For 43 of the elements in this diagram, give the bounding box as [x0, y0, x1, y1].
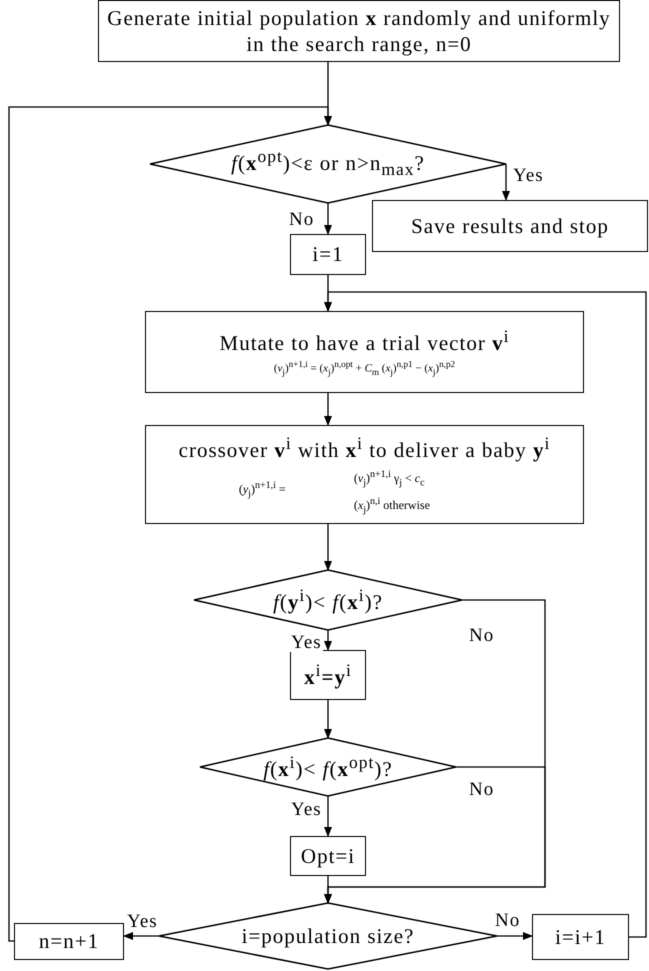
- node-text: Mutate to have a trial vector v$^{i}$: [220, 326, 510, 357]
- process-box: [290, 650, 366, 700]
- node-text: crossover v$^{i}$ with x$^{i}$ to deliver a baby y$^{i}$: [178, 432, 550, 464]
- arrow: [324, 630, 332, 651]
- arrow: [324, 291, 647, 938]
- formula-text: (v$_{j}$)$^{n+1,i}$ = (x$_{j}$)$^{n,opt}$ + C$_{m}$ (x$_{j}$)$^{n,p1}$ − (x$_{j}$)$^{n,p2}$: [274, 358, 456, 378]
- formula-text: (y$_{j}$)$^{n+1,i}$ =: [238, 480, 287, 501]
- node-text: f(x$^{opt}$)<ε or n>n$_{max}$?: [231, 146, 425, 182]
- process-box: [145, 425, 584, 524]
- decision-diamond: [150, 125, 506, 203]
- process-box: [372, 200, 648, 252]
- decision-diamond: [194, 570, 462, 630]
- arrow: [324, 203, 332, 235]
- node-text: f(x$^{i}$)< f(x$^{opt}$)?: [263, 752, 393, 782]
- node-text: i=i+1: [555, 924, 606, 950]
- node-text: i=1: [312, 241, 344, 268]
- arrow: [123, 932, 159, 940]
- process-box: [98, 0, 620, 62]
- node-text: n=n+1: [38, 928, 100, 955]
- arrow: [324, 796, 332, 837]
- decision-diamond: [159, 903, 497, 969]
- node-text: x$^{i}$=y$^{i}$: [304, 660, 352, 690]
- node-text: Generate initial population x randomly and uniformly in the search range, n=0: [106, 4, 612, 58]
- process-box: [290, 836, 366, 876]
- formula-text: (x$_{j}$)$^{n,i}$ otherwise: [354, 496, 431, 516]
- process-box: [145, 311, 584, 393]
- arrow: [324, 700, 332, 739]
- node-text: Opt=i: [300, 842, 356, 870]
- node-text: i=population size?: [242, 922, 414, 950]
- arrow: [324, 393, 332, 426]
- node-text: Save results and stop: [411, 212, 609, 240]
- formula-text: (v$_{j}$)$^{n+1,i}$ γ$_{j}$ < c$_{c}$: [354, 469, 426, 490]
- arrow: [324, 524, 332, 571]
- node-text: f(y$^{i}$)< f(x$^{i}$)?: [273, 584, 383, 616]
- arrow: [497, 932, 533, 940]
- arrow: [324, 876, 332, 904]
- process-box: [532, 914, 629, 960]
- edge-label: Yes: [290, 633, 323, 652]
- decision-diamond: [200, 738, 456, 796]
- arrow: [8, 106, 332, 942]
- process-box: [14, 923, 124, 960]
- arrow: [502, 164, 510, 201]
- process-box: [290, 234, 366, 275]
